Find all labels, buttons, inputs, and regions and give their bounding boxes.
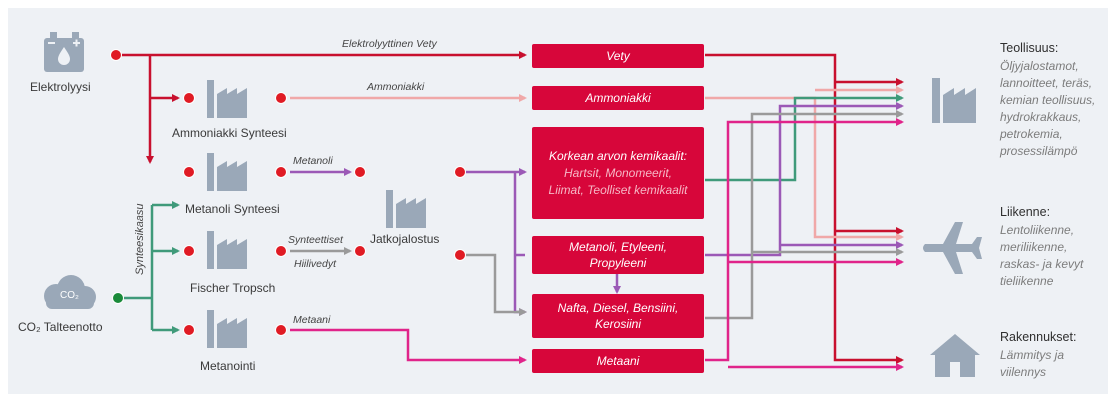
node: [275, 245, 287, 257]
product-fuels-box: Nafta, Diesel, Bensiini, Kerosiini: [532, 294, 704, 338]
cloud-co2-icon: [44, 275, 96, 309]
node: [183, 324, 195, 336]
process-methanol-label: Metanoli Synteesi: [185, 202, 280, 216]
process-ammonia-label: Ammoniakki Synteesi: [172, 126, 287, 140]
node: [354, 245, 366, 257]
house-icon: [930, 334, 980, 377]
flow-nodes: [110, 49, 466, 336]
process-fischer-label: Fischer Tropsch: [190, 281, 276, 295]
syngas-flow: [118, 94, 904, 334]
factory-icon: [207, 80, 247, 118]
node: [112, 292, 124, 304]
product-methane-box: Metaani: [532, 349, 704, 373]
factory-icon: [386, 190, 426, 228]
methanol-flow: [290, 102, 904, 316]
product-methanol-line2: Propyleeni: [589, 256, 647, 270]
airplane-icon: [923, 222, 982, 274]
product-fuels-line1: Nafta, Diesel, Bensiini,: [557, 301, 679, 315]
process-refining-label: Jatkojalostus: [370, 232, 440, 246]
flow-label-synthetic-2: Hiilivedyt: [294, 258, 337, 270]
node: [354, 166, 366, 178]
product-chemicals-box: Korkean arvon kemikaalit: Hartsit, Monom…: [532, 127, 704, 219]
node: [454, 166, 466, 178]
flow-label-methane: Metaani: [293, 314, 331, 326]
flow-label-methanol: Metanoli: [293, 155, 333, 167]
sector-transport-title: Liikenne:: [1000, 205, 1051, 219]
product-chemicals-title: Korkean arvon kemikaalit:: [548, 148, 688, 163]
product-chemicals-line1: Hartsit, Monomeerit,: [563, 165, 673, 180]
sector-transport-desc: Lentoliikenne, meriliikenne, raskas- ja …: [1000, 223, 1084, 288]
product-methanol-line1: Metanoli, Etyleeni,: [568, 240, 668, 254]
node: [183, 166, 195, 178]
battery-icon: [44, 32, 84, 72]
node: [183, 92, 195, 104]
node: [454, 249, 466, 261]
flow-label-ammonia: Ammoniakki: [367, 81, 425, 93]
flow-label-syngas: Synteesikaasu: [134, 203, 146, 275]
methane-flow: [290, 118, 904, 371]
node: [110, 49, 122, 61]
product-methane-label: Metaani: [596, 354, 640, 368]
product-fuels-line2: Kerosiini: [594, 317, 642, 331]
sector-buildings-desc: Lämmitys ja viilennys: [1000, 348, 1065, 379]
product-chemicals-line2: Liimat, Teolliset kemikaalit: [548, 182, 688, 197]
sector-buildings-title: Rakennukset:: [1000, 330, 1077, 344]
factory-icon: [932, 78, 976, 123]
factory-icon: [207, 231, 247, 269]
sector-industry-desc: Öljyjalostamot, lannoitteet, teräs, kemi…: [1000, 59, 1096, 158]
ammonia-flow: [290, 86, 904, 241]
source-electrolysis-label: Elektrolyysi: [30, 80, 91, 94]
product-methanol-box: Metanoli, Etyleeni, Propyleeni: [532, 236, 704, 274]
source-capture-label: CO₂ Talteenotto: [18, 320, 103, 334]
product-hydrogen-label: Vety: [606, 49, 630, 63]
node: [275, 324, 287, 336]
cloud-co2-text: CO₂: [60, 290, 79, 301]
flow-label-synthetic-1: Synteettiset: [288, 234, 343, 246]
hydrogen-flow: [116, 51, 904, 364]
process-methanation-label: Metanointi: [200, 359, 256, 373]
sector-industry-title: Teollisuus:: [1000, 41, 1059, 55]
product-hydrogen-box: Vety: [532, 44, 704, 68]
product-ammonia-label: Ammoniakki: [585, 91, 651, 105]
node: [183, 245, 195, 257]
factory-icon: [207, 153, 247, 191]
node: [275, 166, 287, 178]
factory-icon: [207, 310, 247, 348]
node: [275, 92, 287, 104]
product-ammonia-box: Ammoniakki: [532, 86, 704, 110]
flow-label-hydrogen: Elektrolyyttinen Vety: [342, 38, 437, 50]
